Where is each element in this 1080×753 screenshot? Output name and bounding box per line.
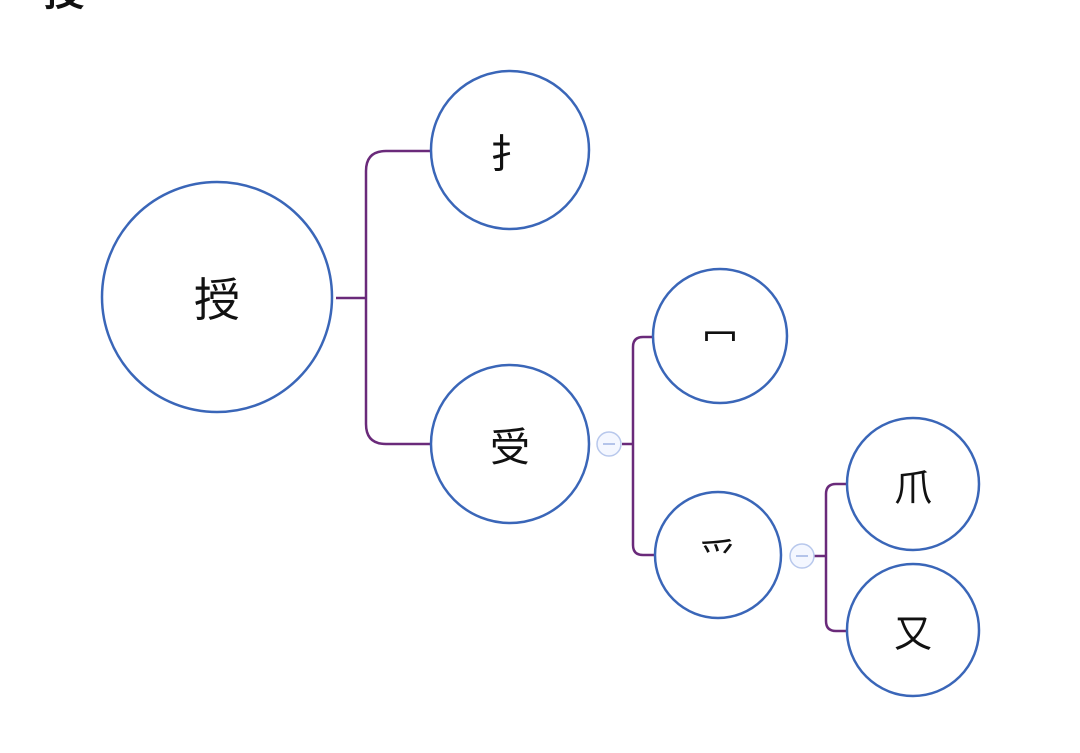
connector-shou-children	[622, 335, 655, 557]
collapse-toggle-zhao[interactable]	[789, 543, 815, 569]
node-root-label: 授	[194, 273, 240, 327]
node-zhao-radical-label: 爫	[699, 536, 737, 580]
node-root[interactable]: 授	[100, 180, 334, 414]
node-claw-label: 爪	[894, 466, 932, 510]
connector-root-children	[336, 149, 431, 446]
node-hand-radical-label: 扌	[490, 132, 530, 178]
node-hand-radical[interactable]: 扌	[429, 69, 591, 231]
collapse-toggle-shou[interactable]	[596, 431, 622, 457]
node-claw[interactable]: 爪	[845, 416, 981, 552]
node-again[interactable]: 又	[845, 562, 981, 698]
node-shou[interactable]: 受	[429, 363, 591, 525]
connector-zhao-children	[814, 482, 847, 633]
node-cover-radical[interactable]: 冖	[651, 267, 789, 405]
node-cover-radical-label: 冖	[702, 320, 738, 361]
node-zhao-radical[interactable]: 爫	[653, 490, 783, 620]
page-title: 授	[44, 0, 84, 12]
node-shou-label: 受	[490, 425, 530, 471]
node-again-label: 又	[894, 612, 932, 656]
